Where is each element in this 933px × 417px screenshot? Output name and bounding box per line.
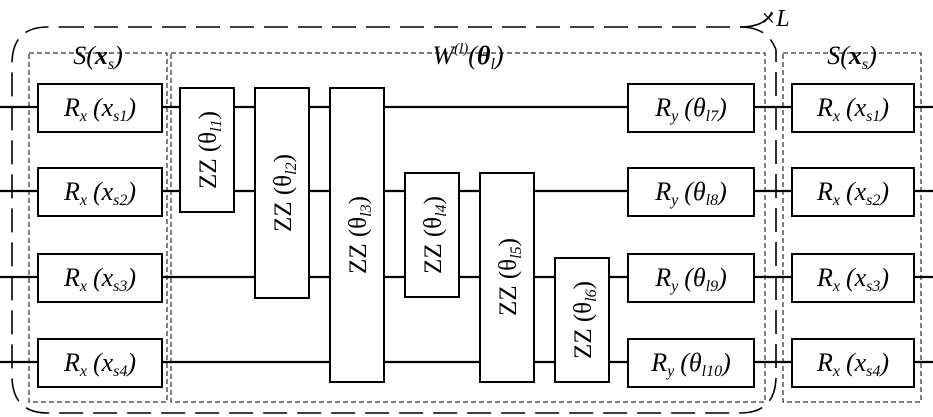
rx-gate-right-1 (791, 83, 915, 133)
rx-gate-left-2-label: Rx(xs2) (63, 177, 136, 209)
rx-gate-right-1-label: Rx(xs1) (816, 93, 889, 125)
zz-gate-2 (254, 87, 310, 299)
ry-gates: Ry(θl7) Ry(θl8) Ry(θl9) Ry(θl10) (627, 83, 755, 388)
encoding-left-gates: Rx(xs1) Rx(xs2) Rx(xs3) Rx(xs4) (37, 83, 163, 388)
rx-gate-left-4-label: Rx(xs4) (63, 348, 136, 380)
variational-label: W(l)(θl) (432, 41, 503, 73)
zz-gate-3-label: ZZ (θl3) (345, 196, 375, 274)
zz-gate-5-label: ZZ (θl5) (495, 238, 525, 316)
encoding-right-gates: Rx(xs1) Rx(xs2) Rx(xs3) Rx(xs4) (791, 83, 915, 388)
zz-gates: ZZ (θl1) ZZ (θl2) ZZ (θl3) ZZ (θl4) ZZ (… (179, 87, 610, 383)
zz-gate-1-label: ZZ (θl1) (195, 111, 225, 189)
zz-gate-6-label: ZZ (θl6) (570, 281, 600, 359)
qubit-wires (0, 105, 933, 364)
rx-gate-left-2 (37, 167, 163, 217)
rx-gate-right-3 (791, 253, 915, 303)
ry-gate-3 (627, 253, 755, 303)
encoding-left-label: S(xs) (73, 41, 123, 73)
rx-gate-left-3-label: Rx(xs3) (63, 263, 136, 295)
ry-gate-4-label: Ry(θl10) (650, 348, 731, 380)
zz-gate-2-label: ZZ (θl2) (270, 154, 300, 232)
rx-gate-right-2 (791, 167, 915, 217)
zz-gate-3 (329, 87, 385, 383)
rx-gate-right-2-label: Rx(xs2) (816, 177, 889, 209)
rx-gate-right-3-label: Rx(xs3) (816, 263, 889, 295)
rx-gate-left-1 (37, 83, 163, 133)
zz-gate-6 (554, 257, 610, 383)
repeat-block-outline (11, 26, 777, 414)
rx-gate-left-3 (37, 253, 163, 303)
variational-frame (170, 52, 766, 403)
ry-gate-1-label: Ry(θl7) (654, 93, 727, 125)
zz-gate-5 (479, 172, 535, 383)
zz-gate-1 (179, 87, 235, 213)
encoding-right-label: S(xs) (827, 41, 877, 73)
zz-gate-4 (404, 172, 460, 298)
rx-gate-left-4 (37, 338, 163, 388)
rx-gate-left-1-label: Rx(xs1) (63, 93, 136, 125)
repeat-arc (739, 11, 773, 28)
ry-gate-1 (627, 83, 755, 133)
rx-gate-right-4-label: Rx(xs4) (816, 348, 889, 380)
encoding-left-frame (28, 52, 168, 403)
ry-gate-2-label: Ry(θl8) (654, 177, 727, 209)
encoding-right-frame (782, 52, 922, 403)
ry-gate-3-label: Ry(θl9) (654, 263, 727, 295)
ry-gate-2 (627, 167, 755, 217)
repeat-label: ×L (760, 6, 790, 32)
ry-gate-4 (627, 338, 755, 388)
zz-gate-4-label: ZZ (θl4) (420, 196, 450, 274)
rx-gate-right-4 (791, 338, 915, 388)
